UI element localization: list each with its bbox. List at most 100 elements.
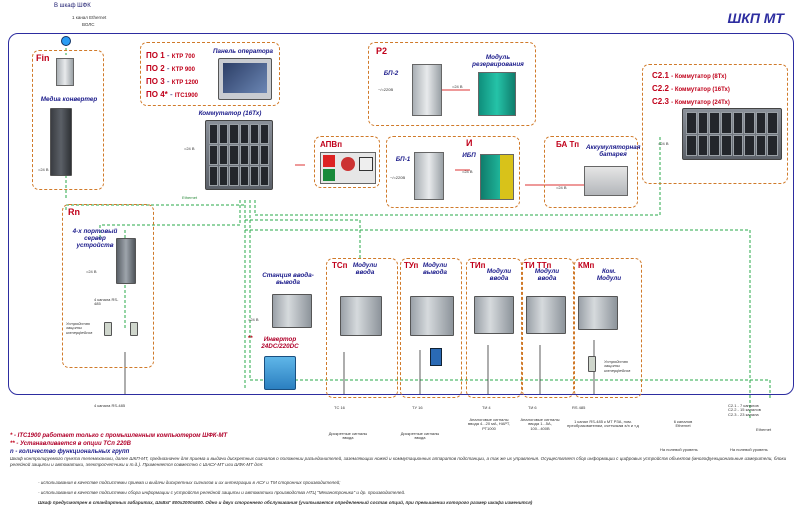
apvn-group <box>314 136 380 188</box>
legend: * - ITC1900 работает только с промышленн… <box>10 432 227 456</box>
c2-item-code: С2.3 <box>652 97 669 106</box>
po-item-value: КТР 700 <box>171 54 195 60</box>
po-caption: Панель оператора <box>212 48 274 55</box>
rb-c-row: С2.1 - 7 каналов <box>728 403 761 408</box>
po-item-value: КТР 900 <box>171 67 195 73</box>
i-group <box>386 136 520 208</box>
c2-switch <box>682 108 782 160</box>
po-group <box>140 42 280 106</box>
rn-caption: 4-х портовый сервер устройств <box>72 228 118 250</box>
tsn-bottom-code: ТС 16 <box>334 405 345 410</box>
kmn-module <box>578 296 618 330</box>
inverter-device <box>264 356 296 390</box>
station-power: =24 В <box>248 317 259 322</box>
tin-module <box>474 296 514 334</box>
rb-c-value: 23 канала <box>740 411 759 417</box>
rb-right-level: На полевой уровень <box>730 447 768 452</box>
i-tag: И <box>466 138 473 148</box>
legend-mark: n <box>10 449 14 455</box>
tin-tag: ТИп <box>470 261 486 270</box>
rn-protect: Устройство защиты интерфейсов <box>66 321 93 335</box>
kmn-tag: КМп <box>578 261 595 270</box>
tun-caption: Модули вывода <box>422 262 448 277</box>
p2-in: ~/=220В <box>378 87 394 92</box>
ups-device <box>480 154 514 200</box>
note-main: Шкаф контролируемого пункта телемеханики… <box>10 456 787 467</box>
tin-bottom-text: Аналоговые сигналы ввода 4...20 мА, НАРТ… <box>468 417 510 431</box>
rb-c-ethernet: Ethernet <box>756 427 772 432</box>
note-bullet-2: - использования в качестве подсистемы сб… <box>38 490 406 495</box>
tsn-tag: ТСп <box>332 261 348 270</box>
i-in: ~/=220В <box>390 175 406 180</box>
i-caption: ИБП <box>462 152 476 159</box>
battery-device <box>584 166 628 196</box>
apv-warning-icon <box>359 157 373 171</box>
main-switch <box>205 120 273 190</box>
kmn-group <box>574 258 642 398</box>
tsn-bottom-text: Дискретные сигналы ввода <box>328 431 368 441</box>
batn-tag: БА Тп <box>556 140 580 149</box>
operator-panel-screen <box>223 63 267 93</box>
p2-group <box>368 42 536 126</box>
note-dimensions: Шкаф предусмотрен в стандартных габарита… <box>38 500 533 505</box>
po-item-value: КТР 1200 <box>171 80 199 86</box>
i-bp: БП-1 <box>395 156 411 163</box>
legend-item: ** - Устанавливается в опции ТСп 220В <box>10 440 227 448</box>
legend-text: - количество функциональных групп <box>15 449 130 455</box>
rn-channels: 4 канала RS-485 <box>94 297 119 307</box>
fiber-connector-icon <box>61 36 71 46</box>
i-out: =24 В <box>462 169 473 174</box>
c2-item: С2.1 - Коммутатор (8Тх) <box>652 71 727 80</box>
p2-tag: P2 <box>376 46 388 56</box>
po-item: ПО 3 - КТР 1200 <box>146 77 199 86</box>
titt-bottom-code: ТИ 6 <box>528 405 537 410</box>
fin-tag: Fin <box>36 53 50 63</box>
apvn-tag: АПВп <box>320 140 343 149</box>
legend-item: * - ITC1900 работает только с промышленн… <box>10 432 227 440</box>
switch-main-power: =24 В <box>184 146 195 151</box>
apv-device <box>320 152 376 184</box>
po-item-value: ITC1900 <box>174 93 198 99</box>
po-item-code: ПО 4* <box>146 90 168 99</box>
fin-caption: Медиа конвертер <box>40 96 98 103</box>
c2-list: С2.1 - Коммутатор (8Тх) С2.2 - Коммутато… <box>652 70 730 109</box>
rb-c-code: С2.2 - <box>728 407 739 413</box>
c2-item-value: Коммутатор (16Тх) <box>674 87 730 93</box>
protector-2 <box>130 322 138 336</box>
po-item-code: ПО 1 <box>146 51 165 60</box>
c2-item-code: С2.1 <box>652 71 669 80</box>
media-converter-device <box>50 108 72 176</box>
bottom-rs: 4 канала RS-485 <box>94 403 126 408</box>
tun-group <box>400 258 462 398</box>
legend-mark: * <box>10 433 13 439</box>
po-item: ПО 4* - ITC1900 <box>146 90 198 99</box>
rn-power: =24 В <box>86 269 97 274</box>
po-item-code: ПО 3 <box>146 77 165 86</box>
to-shfk-label: В шкаф ШФК <box>54 3 91 9</box>
io-station <box>272 294 312 328</box>
rb-c-code: С2.1 - <box>728 403 739 408</box>
rb-c-row: С2.2 - 15 каналов <box>728 408 761 412</box>
fin-power: =24 В <box>38 167 49 172</box>
ethernet-channel-label: 1 канал Ethernet <box>72 15 107 20</box>
inverter-caption: Инвертор 24DC/220DC <box>261 336 299 351</box>
c2-item-value: Коммутатор (24Тх) <box>674 100 730 106</box>
legend-text: - ITC1900 работает только с промышленным… <box>14 433 228 439</box>
page-title: ШКП МТ <box>727 10 785 26</box>
po-item-code: ПО 2 <box>146 64 165 73</box>
legend-text: - Устанавливается в опции ТСп 220В <box>16 441 131 447</box>
p2-out: =24 В <box>452 84 463 89</box>
inverter-mark: ** <box>248 336 253 342</box>
c2-power: =24 В <box>658 141 669 146</box>
tin-group <box>466 258 522 398</box>
rb-c-code: С2.3 - <box>728 411 739 417</box>
apv-stop-icon <box>341 157 355 171</box>
redundancy-module <box>478 72 516 116</box>
rb-left-level: На полевой уровень <box>660 447 698 452</box>
p2-caption: Модуль резервирования <box>472 54 524 69</box>
tin-bottom-code: ТИ 4 <box>482 405 491 410</box>
c2-item-value: Коммутатор (8Тх) <box>674 74 727 80</box>
kmn-protector <box>588 356 596 372</box>
tun-bottom-code: ТУ 16 <box>412 405 423 410</box>
legend-mark: ** <box>10 441 15 447</box>
